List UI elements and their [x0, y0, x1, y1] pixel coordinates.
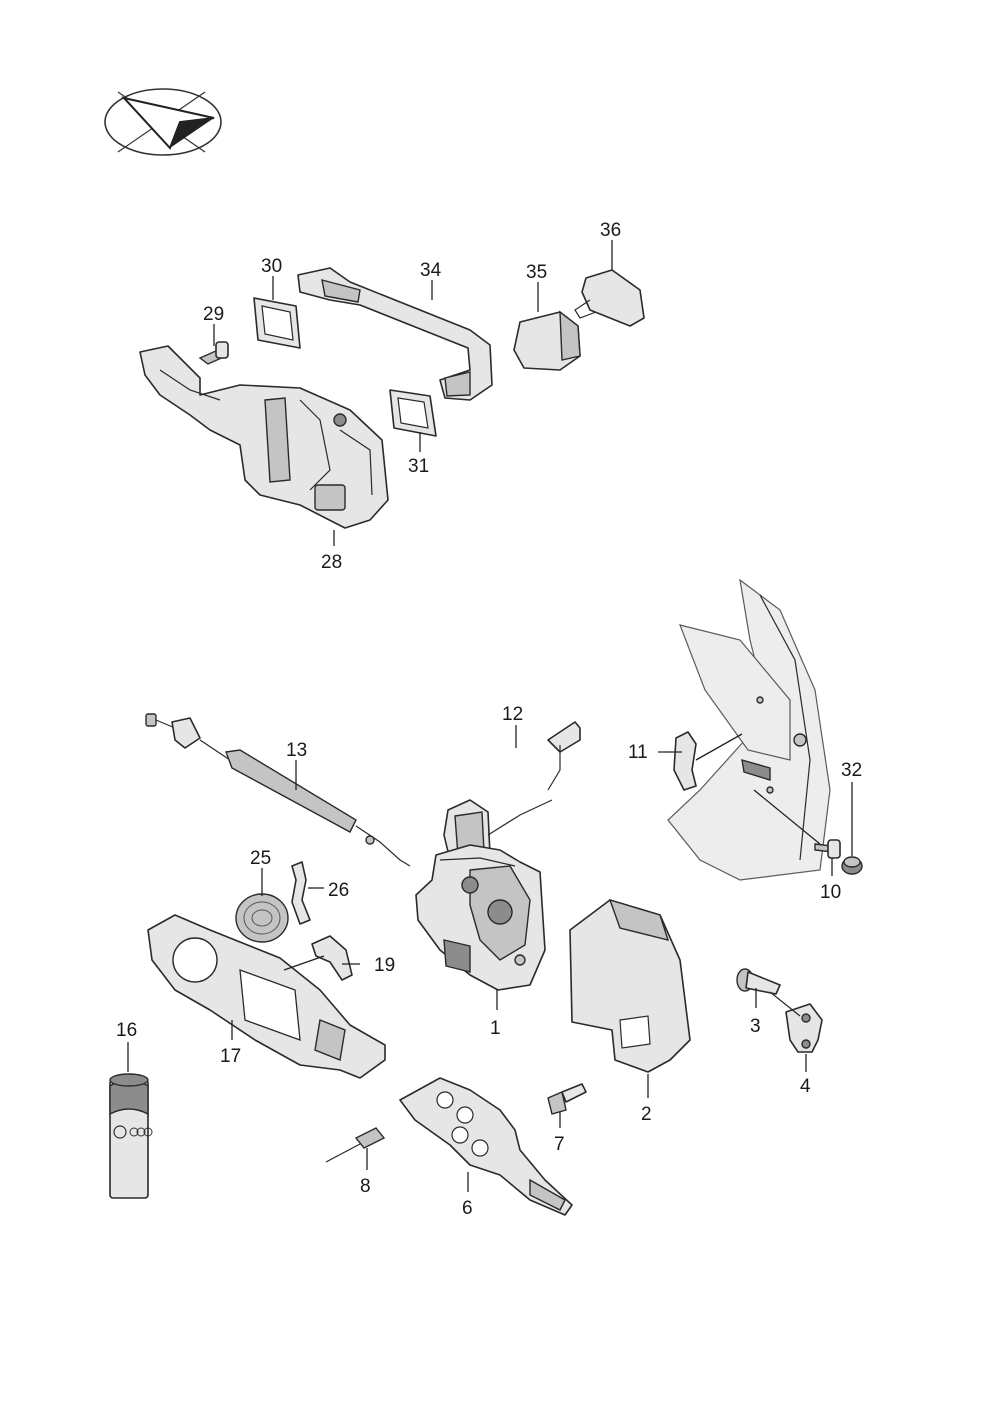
leader-lines — [127, 240, 853, 1192]
door-frame-section — [667, 578, 831, 881]
part-26-bracket — [291, 861, 311, 925]
callout-6: 6 — [462, 1198, 473, 1219]
callout-3: 3 — [750, 1016, 761, 1037]
can-badge-icon — [113, 1125, 153, 1139]
callout-34: 34 — [420, 260, 442, 281]
callout-2: 2 — [641, 1104, 652, 1125]
callout-8: 8 — [360, 1176, 371, 1197]
orientation-arrow-icon — [104, 88, 222, 156]
part-30-seal — [253, 297, 301, 349]
part-31-seal — [389, 389, 437, 437]
part-35-cap — [513, 310, 581, 371]
part-10-bolt — [814, 839, 841, 859]
part-32-plug — [841, 856, 863, 875]
callout-36: 36 — [600, 220, 621, 241]
part-28-handle-carrier — [139, 345, 389, 529]
callout-26: 26 — [328, 880, 349, 901]
part-34-pull-handle — [297, 267, 493, 401]
callout-11: 11 — [628, 742, 648, 763]
callout-35: 35 — [526, 262, 547, 283]
part-25-grille — [235, 893, 289, 943]
callout-4: 4 — [800, 1076, 811, 1097]
callout-32: 32 — [841, 760, 862, 781]
part-29-screw — [198, 341, 229, 365]
part-36-end-cap — [574, 269, 645, 327]
callout-31: 31 — [408, 456, 429, 477]
callout-19: 19 — [374, 955, 395, 976]
part-19-clip — [311, 935, 353, 981]
callout-13: 13 — [286, 740, 307, 761]
part-17-inner-carrier — [147, 914, 386, 1079]
callout-28: 28 — [321, 552, 342, 573]
callout-30: 30 — [261, 256, 282, 277]
part-13-cable — [145, 713, 411, 867]
part-2-cover — [569, 898, 691, 1073]
callout-16: 16 — [116, 1020, 137, 1041]
callout-labels: 1 2 3 4 6 7 8 10 11 12 13 16 17 19 25 26… — [116, 220, 862, 1219]
part-6-plate — [399, 1077, 573, 1216]
callout-17: 17 — [220, 1046, 241, 1067]
part-3-screw — [736, 968, 781, 995]
part-11-cover — [673, 731, 697, 791]
callout-1: 1 — [490, 1018, 501, 1039]
callout-29: 29 — [203, 304, 224, 325]
part-7-rivet — [547, 1083, 587, 1115]
part-4-striker — [769, 991, 823, 1053]
part-1-lock-unit — [415, 844, 546, 991]
callout-25: 25 — [250, 848, 271, 869]
callout-7: 7 — [554, 1134, 565, 1155]
part-8-bolt — [325, 1127, 386, 1163]
part-16-spray-can — [109, 1073, 153, 1199]
part-12-cable — [443, 721, 581, 867]
callout-10: 10 — [820, 882, 841, 903]
callout-12: 12 — [502, 704, 523, 725]
